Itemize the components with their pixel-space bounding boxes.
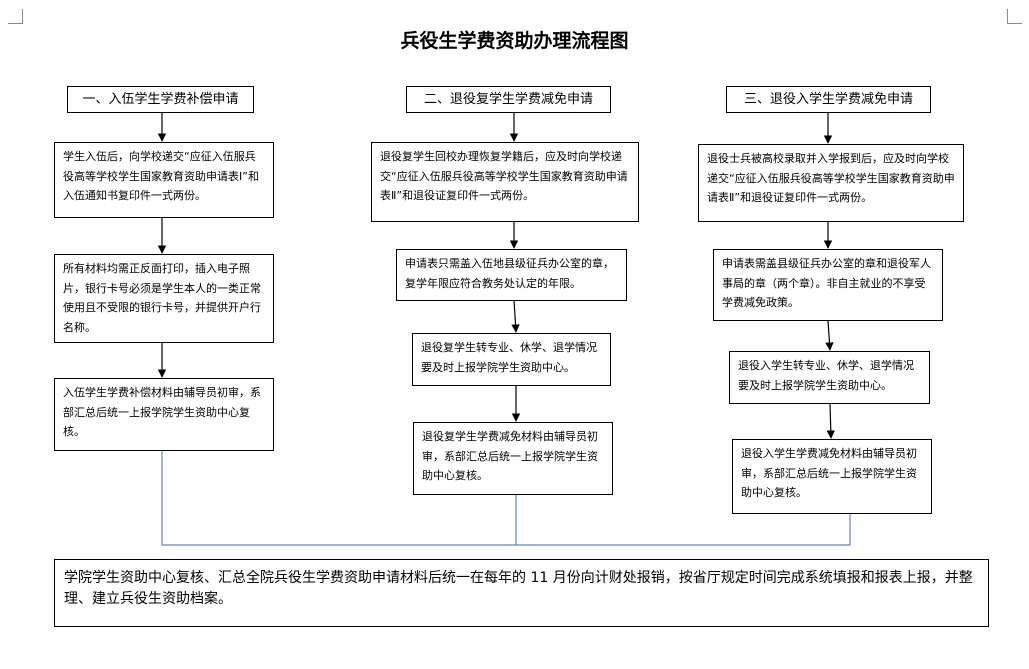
col2-header: 二、退役复学生学费减免申请	[406, 86, 611, 113]
col3-step2: 申请表需盖县级征兵办公室的章和退役军人事局的章（两个章）。非自主就业的不享受学费…	[713, 249, 943, 321]
arrow-col2-3	[511, 299, 520, 333]
col1-step3: 入伍学生学费补偿材料由辅导员初审，系部汇总后统一上报学院学生资助中心复核。	[54, 378, 274, 451]
col1-header: 一、入伍学生学费补偿申请	[67, 86, 254, 113]
col3-step3: 退役入学生转专业、休学、退学情况要及时上报学院学生资助中心。	[729, 351, 930, 404]
arrow-col3-4	[826, 402, 835, 439]
col2-step4: 退役复学生学费减免材料由辅导员初审，系部汇总后统一上报学院学生资助中心复核。	[413, 422, 613, 495]
corner-mark-left	[8, 9, 23, 24]
col3-header: 三、退役入学生学费减免申请	[726, 86, 931, 113]
corner-mark-right	[1007, 9, 1022, 24]
merge-connector	[161, 451, 851, 546]
page-title: 兵役生学费资助办理流程图	[400, 30, 629, 52]
summary-box: 学院学生资助中心复核、汇总全院兵役生学费资助申请材料后统一在每年的 11 月份向…	[54, 559, 989, 627]
col2-step1: 退役复学生回校办理恢复学籍后，应及时向学校递交“应征入伍服兵役高等学校学生国家教…	[371, 142, 639, 222]
col3-step4: 退役入学生学费减免材料由辅导员初审，系部汇总后统一上报学院学生资助中心复核。	[732, 439, 932, 514]
col2-step3: 退役复学生转专业、休学、退学情况要及时上报学院学生资助中心。	[412, 333, 611, 386]
arrow-col3-3	[825, 320, 834, 351]
col1-step2: 所有材料均需正反面打印，插入电子照片，银行卡号必须是学生本人的一类正常使用且不受…	[54, 254, 274, 343]
col2-step2: 申请表只需盖入伍地县级征兵办公室的章，复学年限应符合教务处认定的年限。	[396, 249, 627, 301]
col1-step1: 学生入伍后，向学校递交“应征入伍服兵役高等学校学生国家教育资助申请表Ⅰ”和入伍通…	[54, 142, 274, 218]
col3-step1: 退役士兵被高校录取并入学报到后，应及时向学校递交“应征入伍服兵役高等学校学生国家…	[698, 144, 964, 222]
